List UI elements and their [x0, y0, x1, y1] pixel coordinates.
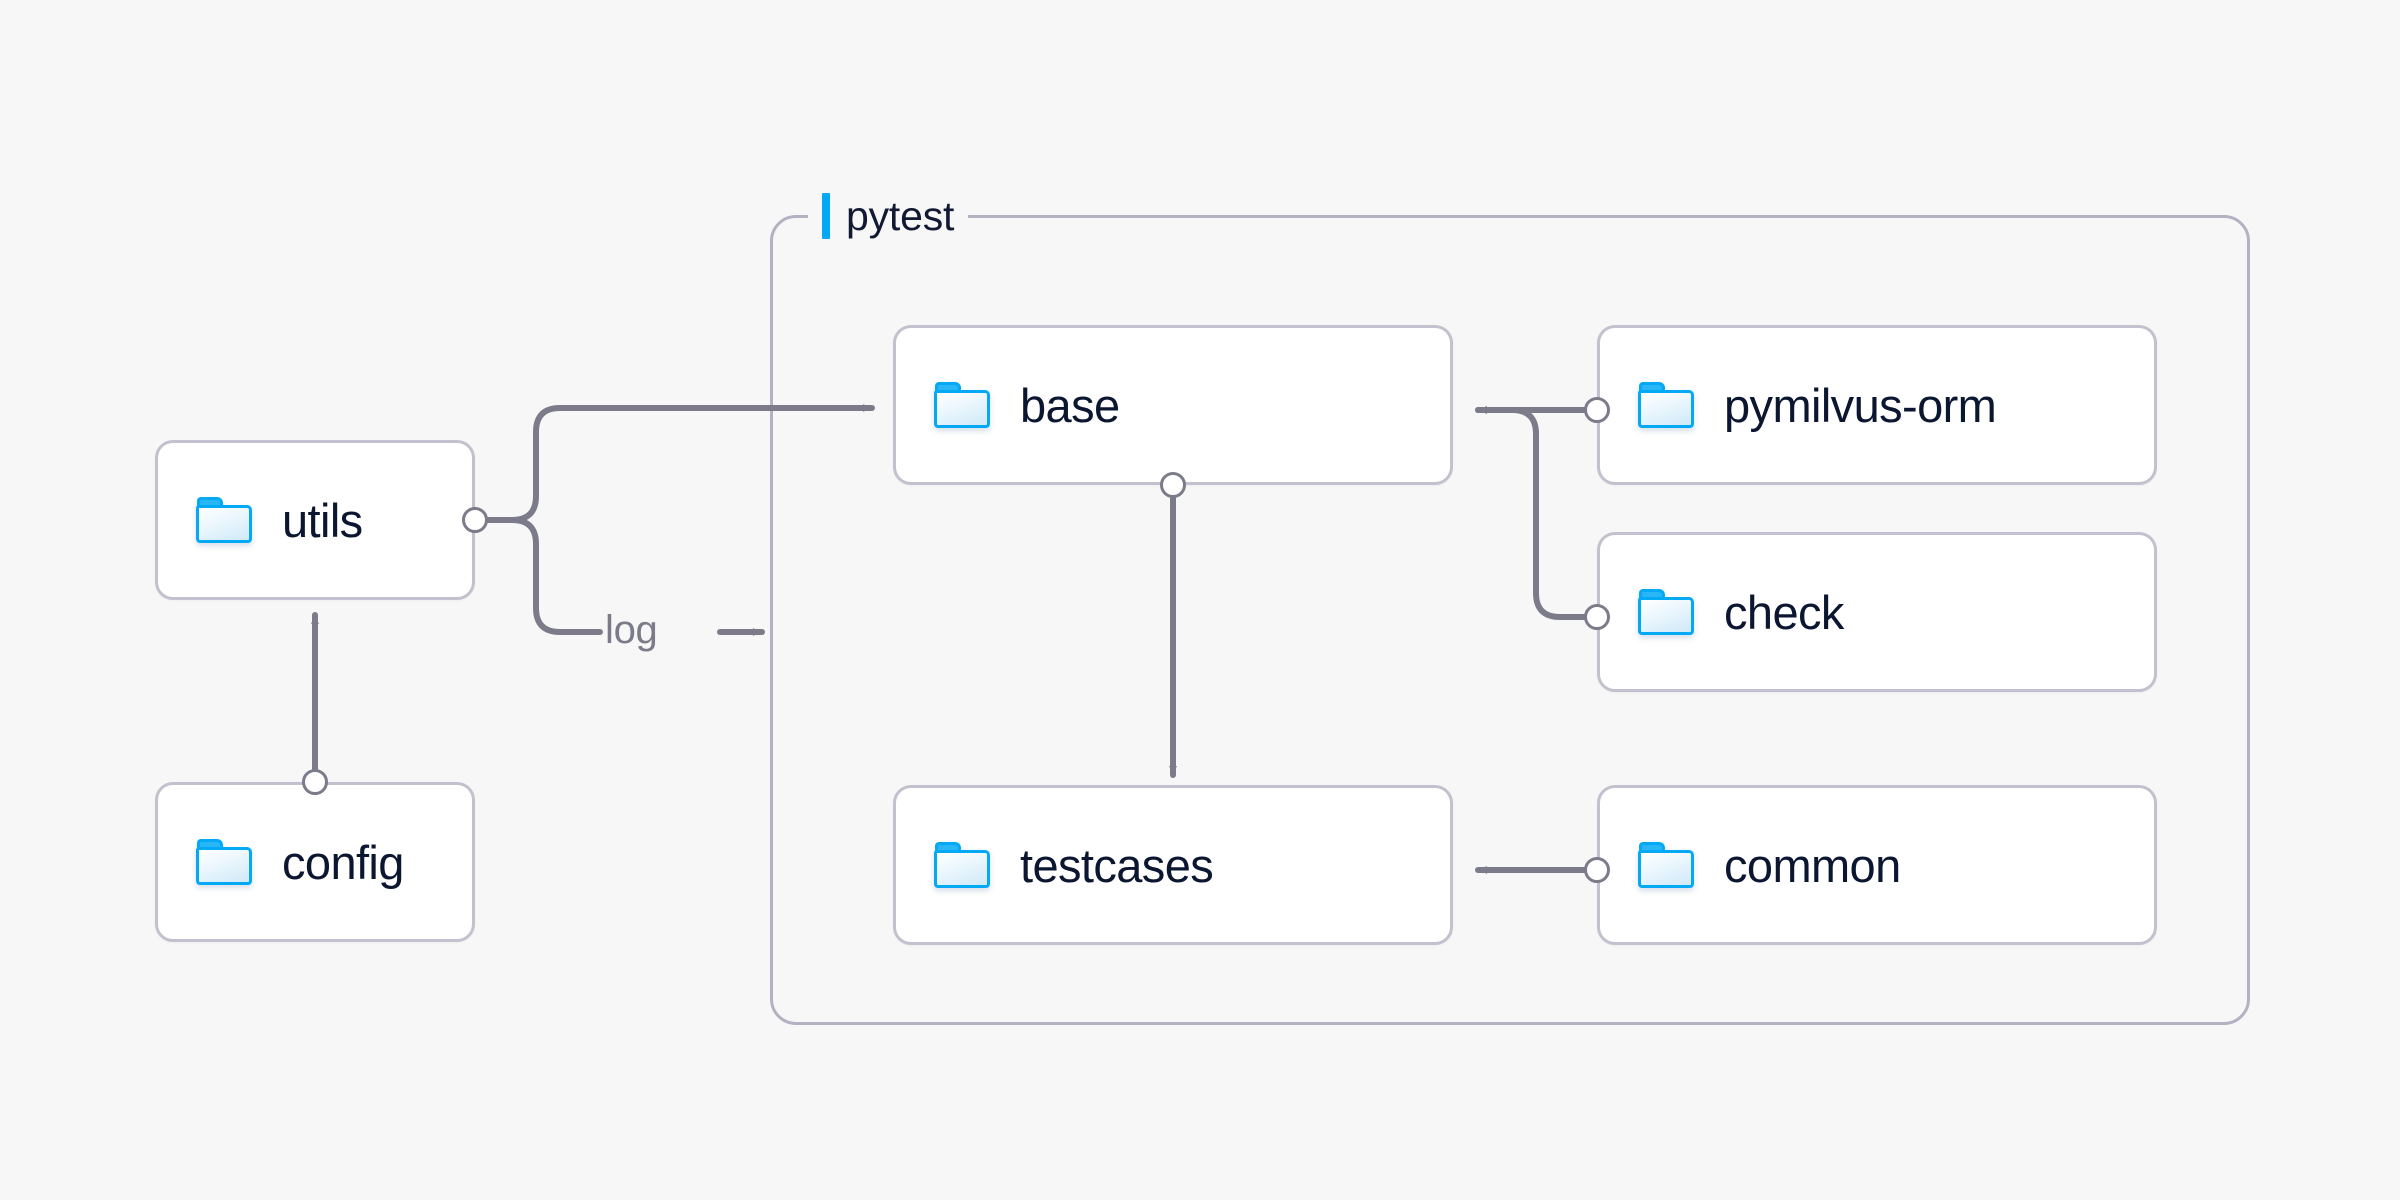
port-config-top[interactable]	[302, 769, 328, 795]
edge-label-log: log	[605, 608, 658, 652]
folder-icon	[934, 382, 990, 428]
port-base-bottom[interactable]	[1160, 472, 1186, 498]
node-label: check	[1724, 585, 1844, 639]
group-label-text: pytest	[846, 192, 955, 239]
node-base[interactable]: base	[893, 325, 1453, 485]
folder-icon	[1638, 589, 1694, 635]
port-check-left[interactable]	[1584, 604, 1610, 630]
group-container-pytest[interactable]	[770, 215, 2250, 1025]
folder-icon	[934, 842, 990, 888]
folder-icon	[1638, 842, 1694, 888]
node-common[interactable]: common	[1597, 785, 2157, 945]
node-label: config	[282, 835, 404, 889]
node-config[interactable]: config	[155, 782, 475, 942]
node-label: base	[1020, 378, 1120, 432]
node-label: common	[1724, 838, 1901, 892]
node-label: pymilvus-orm	[1724, 378, 1997, 432]
node-label: utils	[282, 493, 363, 547]
node-pymilvus-orm[interactable]: pymilvus-orm	[1597, 325, 2157, 485]
group-label-pytest[interactable]: pytest	[808, 190, 969, 242]
port-utils-right[interactable]	[462, 507, 488, 533]
folder-icon	[1638, 382, 1694, 428]
node-testcases[interactable]: testcases	[893, 785, 1453, 945]
folder-icon	[196, 839, 252, 885]
node-label: testcases	[1020, 838, 1214, 892]
node-utils[interactable]: utils	[155, 440, 475, 600]
port-pymilvus-orm-left[interactable]	[1584, 397, 1610, 423]
port-common-left[interactable]	[1584, 857, 1610, 883]
group-accent-bar	[822, 193, 830, 239]
node-check[interactable]: check	[1597, 532, 2157, 692]
folder-icon	[196, 497, 252, 543]
